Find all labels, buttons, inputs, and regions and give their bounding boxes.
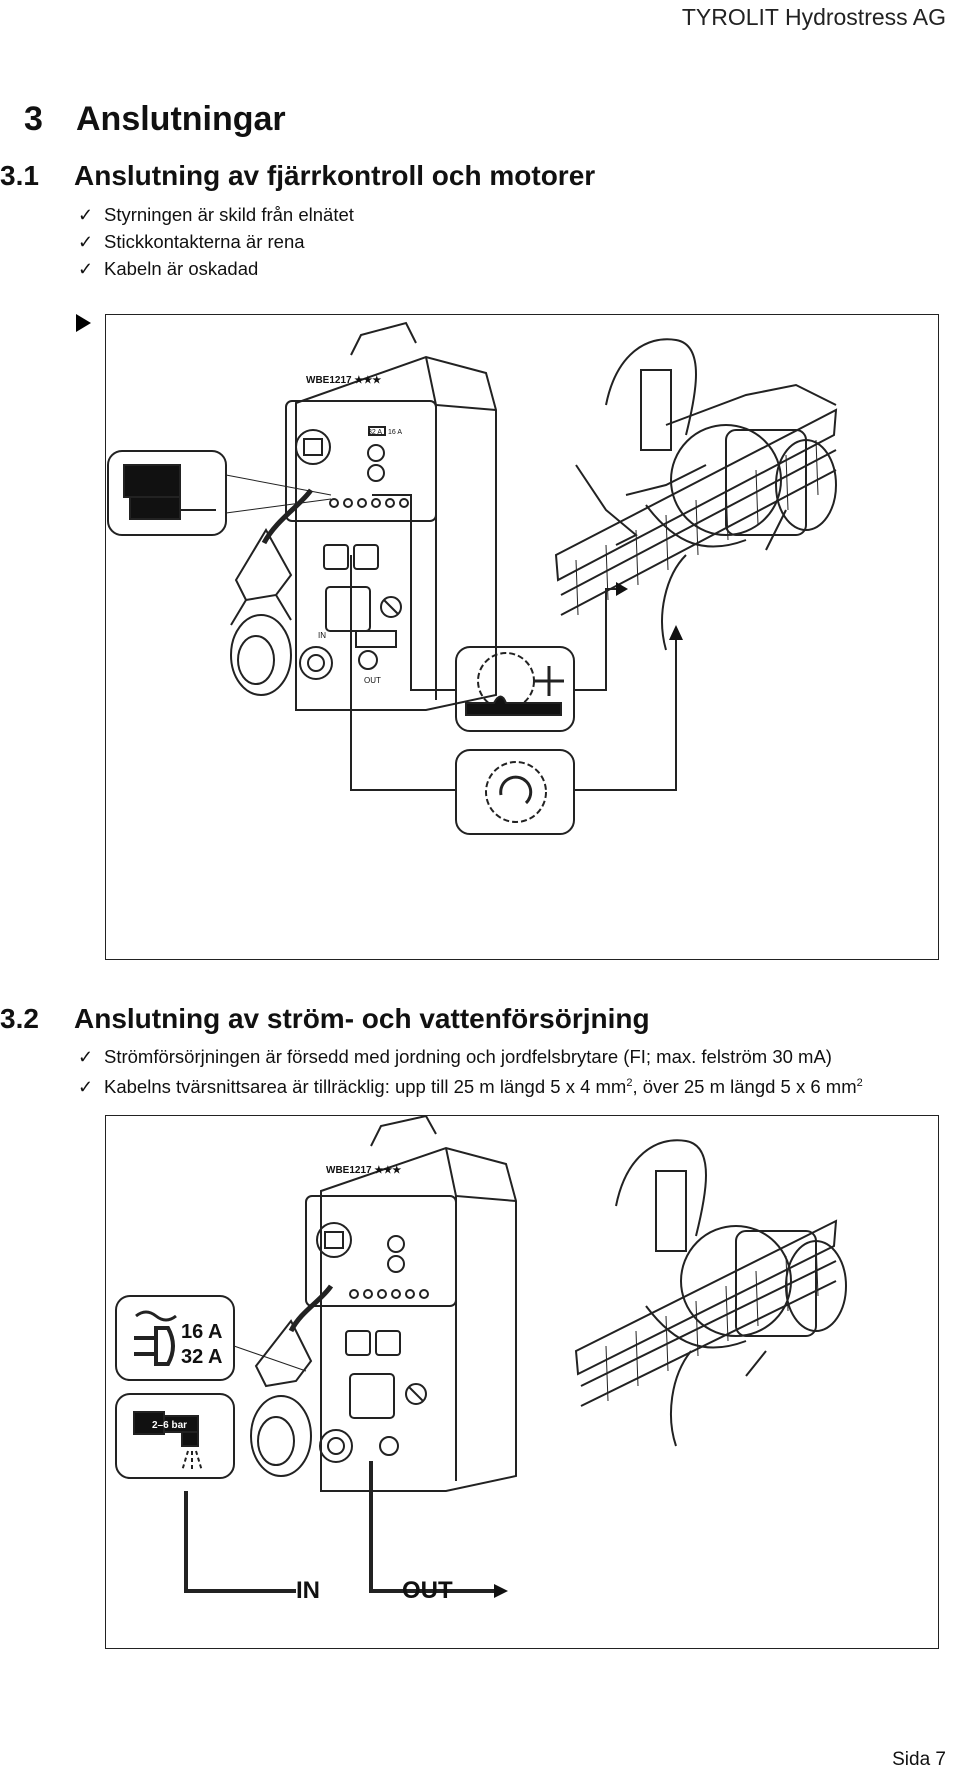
chapter-title: Anslutningar	[76, 100, 286, 138]
company-name: TYROLIT Hydrostress AG	[681, 4, 946, 30]
check-item: ✓Styrningen är skild från elnätet	[78, 201, 354, 228]
water-in-connector	[299, 646, 333, 680]
wall-saw-machine	[574, 1139, 847, 1447]
feed-cable-line	[372, 494, 456, 691]
socket-in-label: IN	[318, 631, 326, 640]
check-item: ✓Strömförsörjningen är försedd med jordn…	[78, 1043, 863, 1070]
wall-saw-machine	[554, 338, 838, 651]
carry-handle	[370, 1116, 437, 1147]
control-unit-body	[295, 355, 497, 711]
motor-socket-1	[323, 544, 349, 570]
section-3-1-number: 3.1	[0, 160, 39, 191]
checkmark-icon: ✓	[78, 259, 94, 279]
water-in-line	[184, 1491, 296, 1593]
check-item: ✓Kabeln är oskadad	[78, 255, 354, 282]
motor-socket-2	[375, 1330, 401, 1356]
motor-socket-2	[353, 544, 379, 570]
chapter-heading: 3 Anslutningar	[24, 100, 286, 139]
checkmark-icon: ✓	[78, 1047, 94, 1067]
rotation-cable-return	[574, 640, 677, 791]
section-3-2-checklist: ✓Strömförsörjningen är försedd med jordn…	[78, 1043, 863, 1097]
check-item: ✓Stickkontakterna är rena	[78, 228, 354, 255]
rotation-cable-line	[350, 555, 456, 791]
figure-power-water-connection: WBE1217 ★★★ 16 A 32 A 2–6 bar IN OUT	[105, 1115, 939, 1649]
chapter-number: 3	[24, 100, 43, 138]
power-plug-icon	[230, 528, 293, 696]
figure-2-illustration: WBE1217 ★★★ 16 A 32 A 2–6 bar IN OUT	[115, 1116, 847, 1604]
main-switch-icon	[295, 429, 331, 465]
figure-1-illustration: WBE1217 ★★★ 32 A 16 A IN OUT	[107, 321, 838, 835]
power-inlet	[325, 586, 371, 632]
section-3-1-heading: 3.1 Anslutning av fjärrkontroll och motor…	[0, 160, 595, 192]
action-arrow-icon	[76, 314, 91, 332]
indicator-row	[329, 498, 409, 508]
remote-feed-icon-box	[455, 646, 575, 732]
water-out-line	[369, 1461, 496, 1593]
section-3-2-number: 3.2	[0, 1003, 39, 1034]
device-label: WBE1217 ★★★	[306, 375, 381, 386]
water-out-connector	[379, 1436, 399, 1456]
power-rating-box	[115, 1295, 235, 1381]
front-panel-upper	[285, 400, 437, 522]
section-3-2-title: Anslutning av ström- och vattenförsörjni…	[74, 1003, 650, 1034]
power-plug-icon	[250, 1319, 313, 1477]
checkmark-icon: ✓	[78, 205, 94, 225]
check-item: ✓Kabelns tvärsnittsarea är tillräcklig: …	[78, 1070, 863, 1097]
front-panel-upper	[305, 1195, 457, 1307]
control-unit-body	[320, 1146, 517, 1492]
blade-rotation-icon-box	[455, 749, 575, 835]
socket-callout	[107, 450, 227, 536]
carry-handle	[350, 321, 417, 356]
motor-socket-1	[345, 1330, 371, 1356]
indicator-row	[349, 1289, 429, 1299]
figure-remote-motor-connection: WBE1217 ★★★ 32 A 16 A IN OUT	[105, 314, 939, 960]
fuse-label-16a: 16 A	[388, 429, 402, 436]
section-3-1-checklist: ✓Styrningen är skild från elnätet ✓Stick…	[78, 201, 354, 282]
checkmark-icon: ✓	[78, 232, 94, 252]
section-3-2-heading: 3.2 Anslutning av ström- och vattenförsör…	[0, 1003, 650, 1035]
power-inlet	[349, 1373, 395, 1419]
device-label: WBE1217 ★★★	[326, 1165, 401, 1176]
socket-out-label: OUT	[364, 676, 381, 685]
flow-out-label: OUT	[402, 1577, 453, 1604]
page-number: Sida 7	[892, 1749, 946, 1770]
fuse-label-32a: 32 A	[368, 429, 382, 436]
water-pressure-label: 2–6 bar	[152, 1420, 187, 1431]
power-rating-32a: 32 A	[181, 1346, 223, 1368]
water-out-connector	[358, 650, 378, 670]
water-supply-box	[115, 1393, 235, 1479]
checkmark-icon: ✓	[78, 1077, 94, 1098]
main-switch-icon	[316, 1222, 352, 1258]
water-in-connector	[319, 1429, 353, 1463]
power-rating-16a: 16 A	[181, 1321, 223, 1343]
section-3-1-title: Anslutning av fjärrkontroll och motorer	[74, 160, 596, 191]
flow-in-label: IN	[296, 1577, 320, 1604]
